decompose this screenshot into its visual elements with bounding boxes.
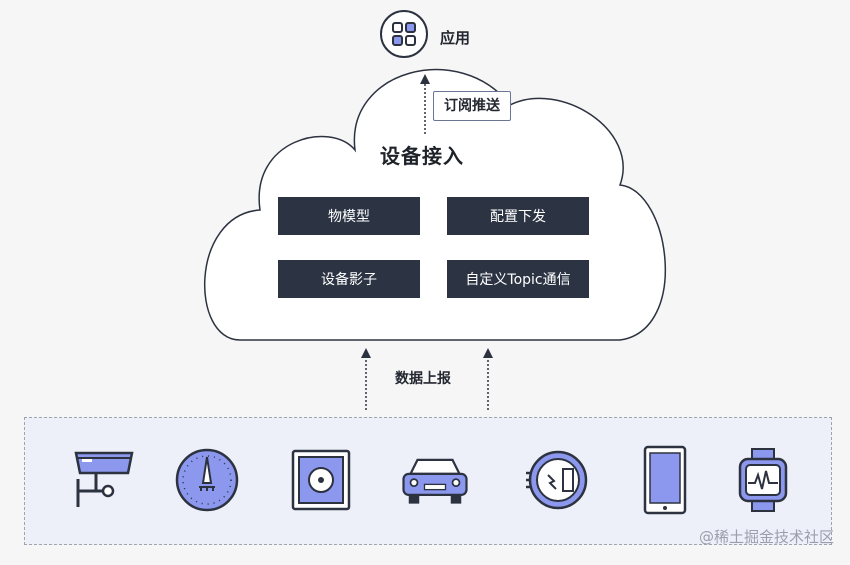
watermark: @稀土掘金技术社区 — [698, 528, 834, 546]
report-arrow-left-head — [361, 348, 371, 358]
capability-thing-model: 物模型 — [278, 197, 420, 235]
compass-icon — [175, 448, 239, 512]
subscribe-push-tag: 订阅推送 — [433, 91, 511, 121]
capability-custom-topic: 自定义Topic通信 — [447, 260, 589, 298]
app-label: 应用 — [440, 29, 471, 47]
tablet-icon — [643, 445, 687, 515]
capability-device-shadow: 设备影子 — [278, 260, 420, 298]
smartwatch-icon — [738, 448, 788, 512]
report-arrow-right-head — [483, 348, 493, 358]
capability-config-delivery: 配置下发 — [447, 197, 589, 235]
data-report-label: 数据上报 — [395, 371, 451, 387]
cloud-title: 设备接入 — [380, 144, 464, 168]
app-node — [380, 10, 428, 58]
grid-icon — [392, 22, 416, 46]
safe-icon — [291, 449, 351, 511]
smart-meter-icon — [526, 450, 588, 510]
subscribe-arrow-head — [420, 74, 430, 84]
car-icon — [402, 458, 468, 504]
security-camera-icon — [74, 451, 134, 507]
